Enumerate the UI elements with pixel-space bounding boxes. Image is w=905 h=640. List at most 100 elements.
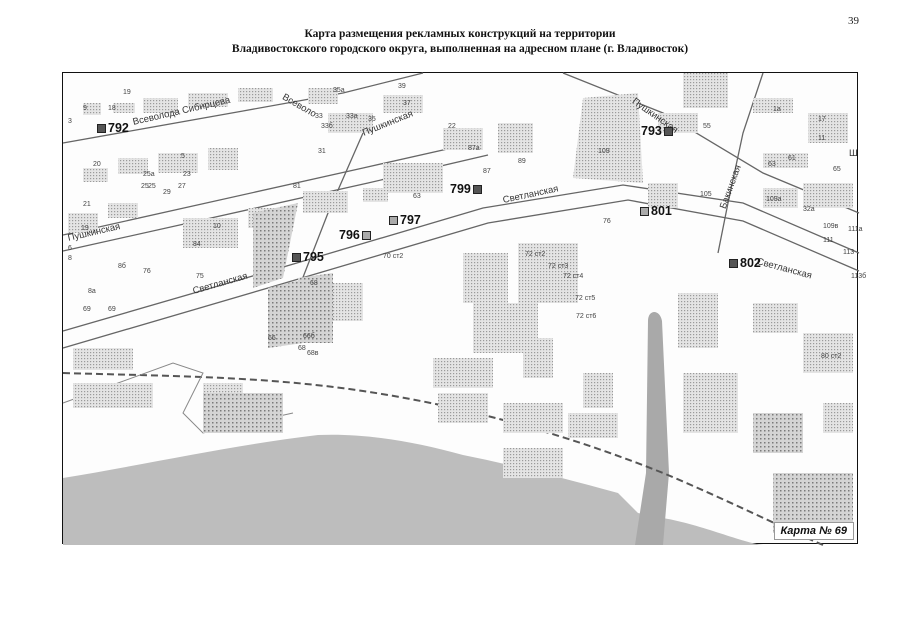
- house-number: 35а: [333, 87, 345, 94]
- house-number: 11: [818, 135, 826, 142]
- marker-label: 797: [400, 213, 421, 227]
- house-number: 29: [163, 189, 171, 196]
- house-number: 33а: [346, 113, 358, 120]
- house-number: 69: [83, 306, 91, 313]
- house-number: 89: [518, 158, 526, 165]
- building: [763, 188, 798, 208]
- building: [83, 103, 101, 115]
- building: [143, 98, 178, 113]
- house-number: 5: [181, 153, 185, 160]
- ad-marker-797[interactable]: 797: [389, 213, 421, 227]
- building: [518, 243, 578, 303]
- house-number: 111а: [848, 226, 863, 233]
- house-number: 113б: [851, 273, 867, 280]
- building: [753, 98, 793, 113]
- map-number-badge: Карта № 69: [773, 522, 854, 540]
- house-number: 109а: [766, 196, 782, 203]
- house-number: 27: [178, 183, 186, 190]
- building: [363, 188, 388, 202]
- building: [803, 333, 853, 373]
- building: [73, 348, 133, 370]
- house-number: 37: [403, 100, 411, 107]
- building: [808, 113, 848, 143]
- house-number: 75: [196, 273, 204, 280]
- building: [188, 93, 228, 107]
- svetlanskaya-road: [62, 184, 860, 332]
- marker-square-icon: [640, 206, 649, 216]
- ad-marker-796[interactable]: 796: [339, 228, 371, 242]
- building-block-dark: [298, 273, 333, 343]
- house-number: 33: [315, 113, 323, 120]
- building: [83, 168, 108, 182]
- building: [208, 148, 238, 170]
- house-number: 81: [293, 183, 301, 190]
- house-number: 109в: [823, 223, 839, 230]
- building: [498, 123, 533, 153]
- bay-water: [63, 434, 638, 545]
- house-number: 68: [298, 345, 306, 352]
- ad-marker-801[interactable]: 801: [640, 204, 672, 218]
- ad-marker-792[interactable]: 792: [97, 121, 129, 135]
- ad-marker-793[interactable]: 793: [641, 124, 673, 138]
- house-number: 10: [213, 223, 221, 230]
- marker-square-icon: [389, 215, 398, 225]
- house-number: 22: [448, 123, 456, 130]
- house-number: 8: [68, 255, 72, 262]
- marker-label: 799: [450, 182, 471, 196]
- house-number: 87: [483, 168, 491, 175]
- house-number: 111: [823, 237, 834, 244]
- ad-marker-795[interactable]: 795: [292, 250, 324, 264]
- house-number: 65: [833, 166, 841, 173]
- house-number: 109: [598, 148, 610, 155]
- marker-square-icon: [472, 184, 482, 194]
- house-number: 31: [318, 148, 326, 155]
- building-large-triangle: [573, 93, 643, 183]
- house-number: 6: [68, 245, 72, 252]
- building: [568, 413, 618, 438]
- marker-label: 795: [303, 250, 324, 264]
- house-number: 105: [700, 191, 712, 198]
- building: [238, 88, 273, 102]
- ad-marker-802[interactable]: 802: [729, 256, 761, 270]
- building: [753, 303, 798, 333]
- house-number: 69: [108, 306, 116, 313]
- building: [443, 128, 483, 150]
- house-number: 63: [768, 161, 776, 168]
- building: [68, 213, 98, 233]
- house-number: 9: [83, 105, 87, 112]
- house-number: 21: [83, 201, 91, 208]
- header-line-1: Карта размещения рекламных конструкций н…: [304, 28, 616, 40]
- building: [523, 338, 553, 378]
- house-number: 76: [603, 218, 611, 225]
- page-header: Карта размещения рекламных конструкций н…: [150, 27, 770, 57]
- building: [438, 393, 488, 423]
- house-number: 25а: [143, 171, 155, 178]
- house-number: 35: [368, 116, 376, 123]
- svetlanskaya-road-2: [62, 199, 860, 349]
- building-block-dark: [253, 203, 298, 288]
- marker-square-icon: [361, 230, 371, 240]
- house-number: 20: [93, 161, 101, 168]
- house-number: 70 ст2: [383, 253, 404, 260]
- building: [503, 448, 563, 478]
- house-number: 72 ст3: [548, 263, 569, 270]
- building: [203, 393, 283, 433]
- building: [803, 183, 853, 208]
- marker-square-icon: [97, 123, 106, 133]
- ad-marker-799[interactable]: 799: [450, 182, 482, 196]
- house-number: 72 ст4: [563, 273, 584, 280]
- marker-label: 802: [740, 256, 761, 270]
- house-number: 66б: [303, 333, 315, 340]
- building: [328, 113, 373, 133]
- pushkinskaya-road-west-2: [62, 154, 489, 252]
- marker-square-icon: [663, 126, 673, 136]
- house-number: 68в: [307, 350, 319, 357]
- building: [383, 163, 443, 193]
- house-number: 3: [68, 118, 72, 125]
- building: [683, 373, 738, 433]
- building: [308, 88, 338, 104]
- sibirtseva-road: [62, 72, 424, 144]
- house-number: 39: [398, 83, 406, 90]
- building: [678, 293, 718, 348]
- house-number: 55: [703, 123, 711, 130]
